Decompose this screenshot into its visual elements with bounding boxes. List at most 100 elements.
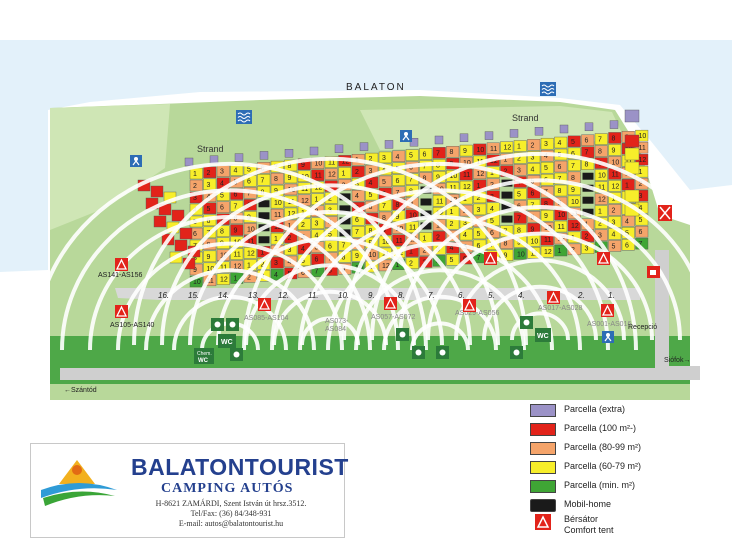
plot-number: 6 [490,230,494,237]
plot [432,195,446,207]
plot-number: 1 [517,143,521,150]
legend-label: Parcella (100 m²-) [564,423,637,433]
plot-number: 2 [247,274,251,281]
plot-number: 4 [301,246,305,253]
plot-number: 12 [328,172,336,179]
plot-number: 3 [274,260,278,267]
plot-number: 12 [490,158,498,165]
tent-icon [115,305,128,318]
plot-extra [334,144,344,154]
plot [513,140,527,152]
plot-number: 1 [450,209,454,216]
plot-number: 6 [315,257,319,264]
plot-number: 6 [220,205,224,212]
tent-label-1: Bérsátor [564,514,599,524]
row-number: 4. [518,291,525,300]
plot-extra [384,140,394,149]
plot-number: 8 [328,268,332,275]
plot-number: 11 [234,252,241,259]
plot [567,135,581,148]
facility-icons [115,82,672,361]
plot-number: 11 [625,158,632,165]
plot-number: 2 [207,170,211,177]
plot-number: 3 [288,247,292,254]
wifi-arc [242,161,638,351]
wc-building-2: WC [535,328,551,342]
beach-west [50,104,170,230]
plot-number: 1 [612,195,616,202]
plot-extra [584,122,594,132]
plot-number: 8 [369,228,373,235]
plot-number: 4 [315,233,319,240]
svg-text:WC: WC [537,333,549,340]
plot-number: 3 [598,233,602,240]
plot-number: 9 [396,214,400,221]
plot-number: 6 [396,178,400,185]
plot [203,250,217,263]
plot [567,219,581,232]
wifi-arc [188,210,472,346]
plot [624,147,640,161]
plot-number: 11 [315,173,322,180]
brand-phone: Tel/Fax: (36) 84/348-931 [190,509,272,518]
legend-item: Parcella (80-99 m²) [530,442,641,458]
plot-number: 1 [274,236,278,243]
plot [513,212,527,224]
wifi-arc [298,215,582,351]
plot-number: 6 [571,151,575,158]
zone-label: AS073- [325,318,349,325]
plot-number: 6 [409,165,413,172]
wifi-arc [132,156,528,346]
plot [594,133,608,145]
plot-number: 8 [450,149,454,156]
plot-extra [259,151,269,160]
mobil-home [582,196,594,204]
plot [594,169,608,181]
plot [405,149,419,161]
plot-number: 12 [571,223,579,230]
plot [540,209,554,222]
plot-number: 5 [639,217,643,224]
plot-number: 11 [301,186,308,193]
plot-extra [559,124,569,134]
legend-label: Mobil-home [564,499,612,509]
plot-number: 12 [639,157,647,164]
plot-number: 12 [301,198,309,205]
plot-number: 11 [612,171,619,178]
plot-number: 9 [612,147,616,154]
wc-building-1: WC [218,334,236,348]
legend-item: Parcella (min. m²) [530,480,635,496]
plot-number: 3 [585,246,589,253]
plot-number: 12 [315,185,323,192]
plot-number: 3 [193,195,197,202]
plot-number: 8 [544,201,548,208]
plot-number: 6 [531,190,535,197]
plot-number: 11 [558,224,565,231]
plot [216,201,230,213]
plot-number: 9 [288,175,292,182]
plot-number: 8 [585,162,589,169]
plot [351,226,365,238]
plot [486,142,500,154]
legend-label: Parcella (80-99 m²) [564,442,642,452]
plot-number: 6 [355,217,359,224]
road-east [660,366,700,380]
plot-number: 5 [328,232,332,239]
plot-number: 1 [639,169,643,176]
shower-icon [226,318,239,331]
plot-number: 7 [247,190,251,197]
row-number-labels: 16.15.14.13.12.11.10.9.8.7.6.5.4.3.2.1. [158,291,615,300]
mobil-home [501,203,513,211]
plot-number: 9 [463,148,467,155]
zone-label: AS084 [325,326,346,333]
plot [311,169,325,181]
plot-extra [184,157,194,167]
plot-number: 7 [477,255,481,262]
plot [540,245,554,258]
plot-number: 6 [639,229,643,236]
plot [554,220,568,233]
plot-number: 7 [585,150,589,157]
water-waves-icon [236,110,252,124]
plot [216,273,230,285]
plot-number: 5 [315,245,319,252]
